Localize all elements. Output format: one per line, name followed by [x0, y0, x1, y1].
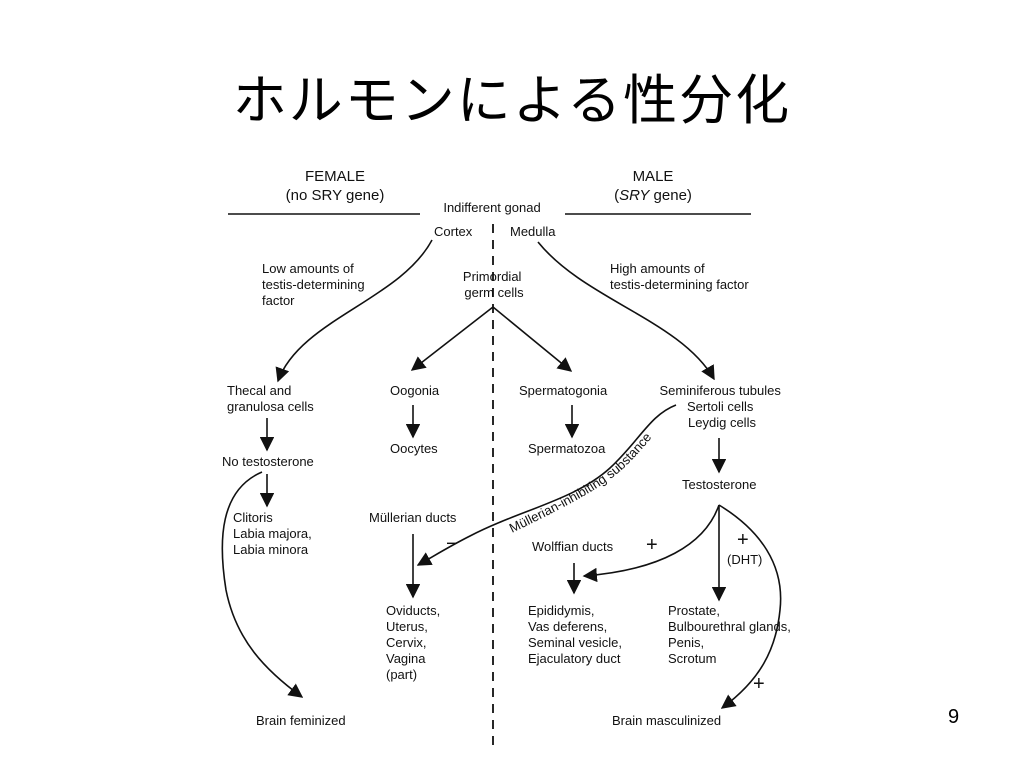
- wolffian-ducts-label: Wolffian ducts: [532, 539, 614, 554]
- oviducts-label: Oviducts, Uterus, Cervix, Vagina (part): [386, 603, 444, 682]
- oocytes-label: Oocytes: [390, 441, 438, 456]
- brain-masculinized-label: Brain masculinized: [612, 713, 721, 728]
- no-testosterone-label: No testosterone: [222, 454, 314, 469]
- epididymis-label: Epididymis, Vas deferens, Seminal vesicl…: [528, 603, 626, 666]
- testosterone-to-brain-arrow: [718, 504, 782, 709]
- prostate-label: Prostate, Bulbourethral glands, Penis, S…: [668, 603, 794, 666]
- mis-arrow: [416, 404, 677, 566]
- male-header: MALE: [633, 168, 674, 185]
- testosterone-to-wolffian-arrow: [582, 504, 720, 583]
- low-tdf-label: Low amounts of testis-determining factor: [262, 261, 368, 308]
- female-header: FEMALE: [305, 168, 365, 185]
- spermatozoa-label: Spermatozoa: [528, 441, 606, 456]
- no-testosterone-to-brain-arrow: [221, 471, 304, 698]
- spermatogonia-label: Spermatogonia: [519, 383, 608, 398]
- indifferent-gonad-label: Indifferent gonad: [443, 200, 540, 215]
- mullerian-ducts-label: Müllerian ducts: [369, 510, 457, 525]
- clitoris-label: Clitoris Labia majora, Labia minora: [233, 510, 315, 557]
- testosterone-label: Testosterone: [682, 477, 756, 492]
- plus-sign-brain: +: [753, 673, 765, 695]
- cortex-label: Cortex: [434, 224, 473, 239]
- medulla-to-seminiferous-arrow: [537, 241, 715, 381]
- brain-feminized-label: Brain feminized: [256, 713, 346, 728]
- germ-to-spermatogonia-arrow: [492, 306, 573, 372]
- cortex-to-thecal-arrow: [275, 239, 433, 383]
- dht-label: (DHT): [727, 552, 762, 567]
- slide-title: ホルモンによる性分化: [232, 69, 792, 132]
- primordial-germ-cells-label: Primordial germ cells: [463, 269, 525, 300]
- plus-sign-dht: +: [737, 529, 749, 551]
- seminiferous-label: Seminiferous tubules Sertoli cells Leydi…: [659, 383, 784, 430]
- minus-sign: −: [446, 533, 458, 555]
- medulla-label: Medulla: [510, 224, 556, 239]
- thecal-granulosa-label: Thecal and granulosa cells: [227, 383, 314, 414]
- female-subheader: (no SRY gene): [286, 187, 385, 204]
- page-number: 9: [948, 706, 960, 728]
- high-tdf-label: High amounts of testis-determining facto…: [610, 261, 749, 292]
- oogonia-label: Oogonia: [390, 383, 440, 398]
- germ-to-oogonia-arrow: [410, 306, 494, 371]
- plus-sign-wolffian: +: [646, 534, 658, 556]
- male-subheader: (SRY gene): [614, 187, 692, 204]
